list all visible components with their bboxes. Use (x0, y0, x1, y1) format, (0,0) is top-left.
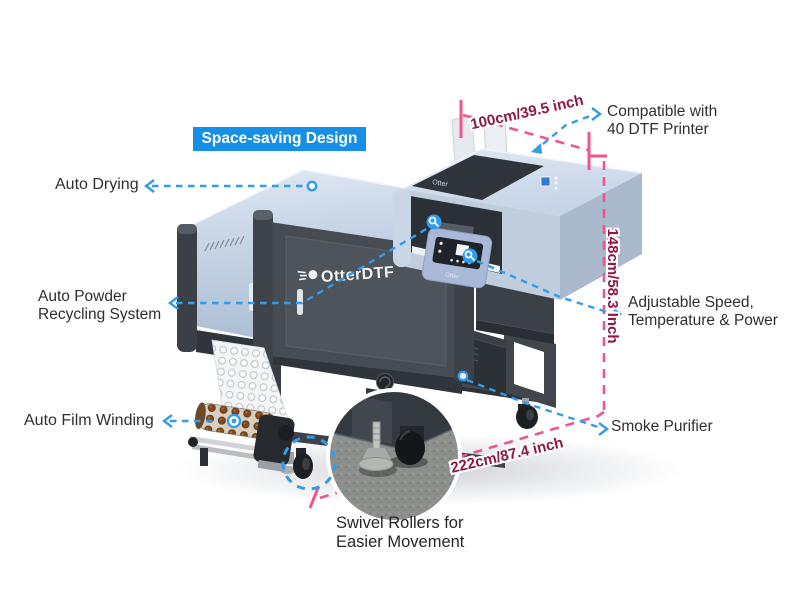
magnifier-icon (426, 214, 442, 230)
brand-swoosh-icon (297, 270, 318, 281)
panel-brand: Otter (445, 272, 459, 280)
swivel-caption: Swivel Rollers for Easier Movement (336, 514, 465, 551)
printer-brand: Otter (432, 179, 449, 188)
caster-wheel (395, 431, 425, 465)
arrow-chevron-icon (168, 296, 179, 310)
arrow-chevron-icon (162, 414, 173, 428)
callout-compatible: Compatible with 40 DTF Printer (607, 103, 718, 138)
callout-auto-powder: Auto Powder Recycling System (38, 288, 162, 323)
control-panel: Otter (421, 227, 493, 289)
arrow-chevron-icon (144, 179, 155, 193)
dimension-height: 148cm/58.3 Inch (604, 228, 621, 344)
printer-display-chip (540, 176, 558, 190)
zoom-detail-circle (326, 388, 462, 524)
space-saving-badge: Space-saving Design (193, 127, 366, 151)
dimension-lines (308, 100, 607, 509)
callout-adjustable: Adjustable Speed, Temperature & Power (628, 294, 778, 329)
arrow-chevron-icon (611, 307, 622, 321)
callout-connectors (144, 107, 622, 436)
ring-marker-icon (457, 370, 469, 382)
arrow-chevron-icon (591, 107, 602, 121)
ring-marker-icon (306, 180, 318, 192)
leveling-foot (358, 421, 394, 471)
cursor-marker-icon (531, 143, 542, 154)
callout-smoke: Smoke Purifier (611, 418, 713, 435)
callout-auto-drying: Auto Drying (55, 176, 139, 193)
magnifier-icon (462, 248, 478, 264)
caster-highlight-circle (281, 435, 337, 491)
arrow-chevron-icon (598, 422, 609, 436)
vent-slats (204, 235, 245, 252)
callout-auto-film: Auto Film Winding (24, 412, 154, 429)
